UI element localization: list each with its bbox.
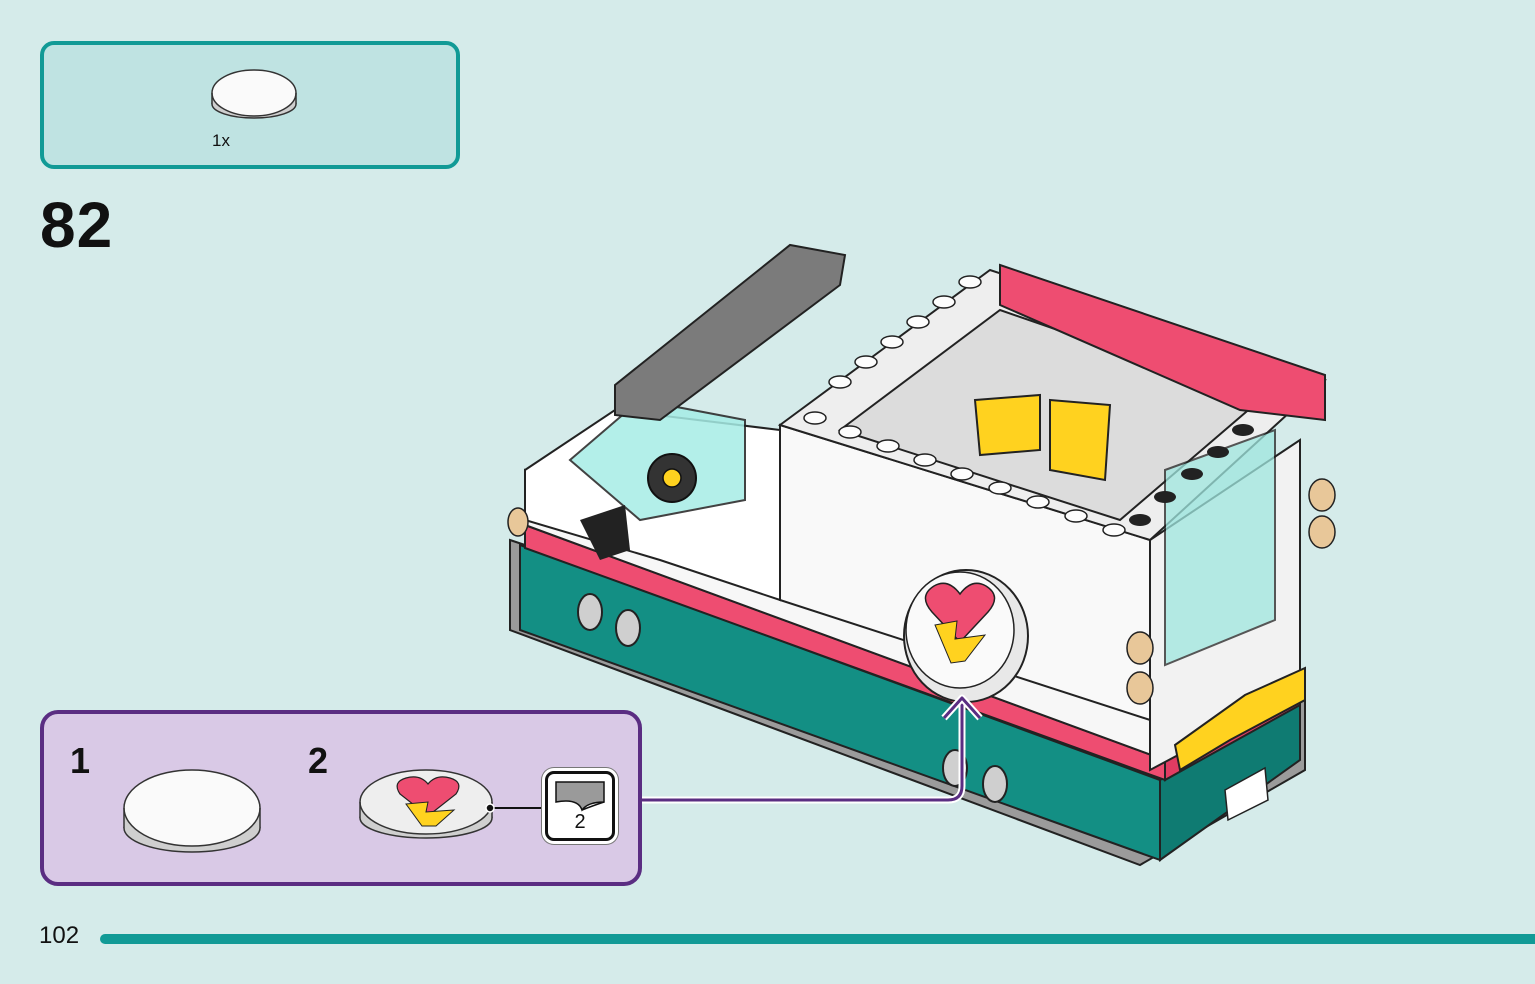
- sub-step-number-1: 1: [70, 740, 91, 781]
- footer-rule: [100, 934, 1535, 944]
- sub-step-number-2: 2: [308, 740, 329, 781]
- heart-sticker-tile-icon: [359, 769, 545, 839]
- sticker-sheet-reference: 2: [545, 771, 615, 841]
- parts-callout: 1x: [40, 41, 460, 169]
- page-number: 102: [39, 922, 80, 949]
- parts-quantity: 1x: [212, 131, 230, 150]
- sub-assembly-callout: 1 2 2: [40, 710, 642, 886]
- sticker-sheet-icon: [555, 781, 605, 812]
- sticker-sheet-number: 2: [574, 811, 586, 833]
- round-tile-icon: [123, 769, 261, 853]
- placed-heart-tile: [903, 569, 1029, 703]
- step-number: 82: [40, 189, 114, 261]
- round-tile-icon: [211, 69, 297, 119]
